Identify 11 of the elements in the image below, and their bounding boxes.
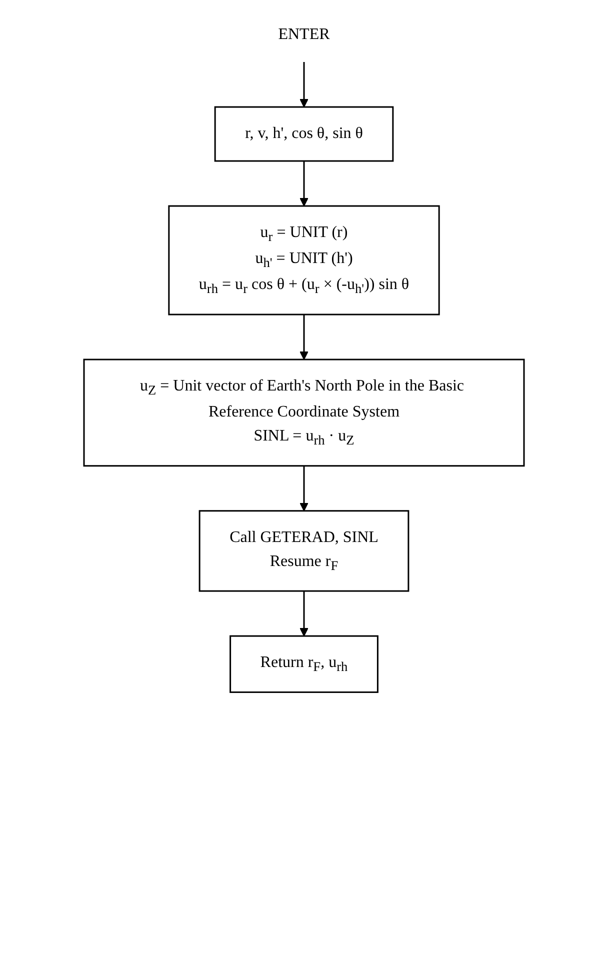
arrow	[300, 591, 308, 636]
node-box: Return r$_{F}$, u$_{rh}$	[230, 635, 378, 693]
node-text: ENTER	[278, 26, 330, 43]
arrow	[300, 466, 308, 512]
arrow	[300, 161, 308, 206]
node-box: r, v, h', cos θ, sin θ	[214, 106, 394, 162]
arrow	[300, 62, 308, 108]
node-box: u$_{r}$ = UNIT (r) u$_{h'}$ = UNIT (h') u$_{rh}$ = u$_{r}$ cos θ + (u$_{r}$ × (-u$_{h'}$)) sin θ	[168, 205, 440, 316]
arrow	[300, 314, 308, 360]
node-box: u$_{Z}$ = Unit vector of Earth's North Pole in the Basic Reference Coordinate System SINL = u$_{rh}$ · u$_{Z}$	[83, 358, 525, 467]
node-box: Call GETERAD, SINL Resume r$_{F}$	[198, 510, 410, 592]
